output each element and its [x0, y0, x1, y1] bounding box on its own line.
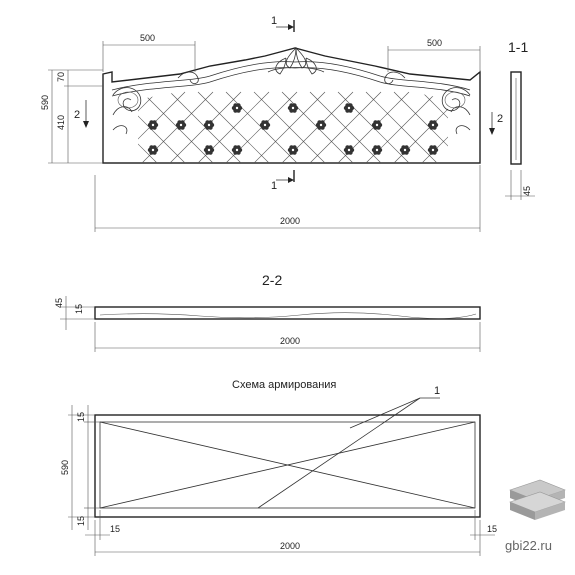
lattice-bar [309, 91, 382, 163]
lattice-bar [562, 92, 575, 163]
section-2-2-width-label: 2000 [280, 336, 300, 346]
section-mark-bottom-label: 1 [271, 180, 277, 192]
reinforcement-title: Схема армирования [232, 379, 336, 391]
lattice-bar [534, 92, 575, 163]
flower-ornament-icon [231, 103, 243, 113]
flower-ornament-icon [343, 145, 355, 155]
lattice-bar [138, 91, 158, 163]
flower-ornament-icon [203, 145, 215, 155]
reinforcement-cover-bottom: 15 [76, 516, 86, 526]
watermark-text: gbi22.ru [505, 538, 552, 553]
flower-ornament-icon [399, 145, 411, 155]
flower-ornament-icon [147, 145, 159, 155]
section-1-1-thickness: 45 [522, 186, 532, 196]
watermark: gbi22.ru [505, 479, 566, 553]
dim-label-height-mid: 410 [56, 115, 66, 130]
flower-ornament-icon [343, 103, 355, 113]
section-2-2-inner-line [99, 312, 477, 319]
reinforcement-bar-diag-3 [257, 397, 421, 509]
flower-ornament-icon [203, 120, 215, 130]
dim-label-width-2000: 2000 [280, 216, 300, 226]
lattice-bar [562, 92, 575, 163]
panel-top-molding [111, 61, 471, 91]
section-2-2-thickness-b: 15 [74, 304, 84, 314]
reinforcement-width: 2000 [280, 541, 300, 551]
flower-ornament-icon [315, 120, 327, 130]
flower-ornament-icon [259, 120, 271, 130]
flower-ornament-icon [175, 120, 187, 130]
section-arrow-right-2-head [489, 128, 495, 135]
lattice-pattern [138, 91, 575, 163]
flower-ornament-icon [371, 145, 383, 155]
flower-ornament-icon [147, 120, 159, 130]
left-ornament [112, 87, 142, 135]
section-1-1-title: 1-1 [508, 39, 528, 55]
center-palmette-ornament [267, 47, 325, 75]
section-arrow-left-2-label: 2 [74, 109, 80, 121]
reinforcement-view: Схема армирования 1 15 590 15 15 15 2000 [60, 379, 497, 556]
section-mark-top-label: 1 [271, 15, 277, 27]
flower-ornament-icon [427, 145, 439, 155]
reinforcement-leader [349, 397, 421, 429]
panel-top-molding-inner [111, 67, 471, 97]
flower-ornament-icon [231, 145, 243, 155]
section-mark-bottom-arrowhead [288, 177, 294, 183]
section-1-1-view: 1-1 45 [505, 39, 535, 200]
flower-ornament-icon [287, 145, 299, 155]
section-arrow-left-2-head [83, 121, 89, 128]
reinforcement-bar-diag-2 [99, 421, 476, 509]
lattice-bar [506, 92, 575, 163]
reinforcement-frame [99, 421, 476, 509]
lattice-bar [365, 91, 438, 163]
left-scroll-ornament [177, 71, 199, 84]
elevation-view: 500 500 1 1 590 70 410 2 2 [40, 15, 575, 232]
panel-outline [102, 47, 481, 164]
lattice-bar [478, 92, 549, 163]
section-2-2-thickness-a: 45 [54, 298, 64, 308]
section-2-2-view: 2-2 45 15 2000 [54, 272, 481, 352]
lattice-bar [197, 91, 270, 163]
dim-label-height-top: 70 [56, 72, 66, 82]
dim-label-height-total: 590 [40, 95, 50, 110]
flower-ornament-icon [427, 120, 439, 130]
reinforcement-callout: 1 [434, 385, 440, 397]
lattice-bar [534, 92, 575, 163]
lattice-bar [421, 91, 448, 163]
right-ornament [441, 87, 471, 135]
right-scroll-ornament [384, 71, 406, 84]
section-arrow-right-2-label: 2 [497, 113, 503, 125]
reinforcement-height: 590 [60, 460, 70, 475]
lattice-bar [253, 91, 326, 163]
lattice-bar [478, 92, 549, 163]
section-1-1-profile [510, 71, 522, 165]
section-mark-top-arrowhead [288, 24, 294, 30]
reinforcement-cover-top: 15 [76, 412, 86, 422]
stacked-slabs-logo-icon [509, 479, 566, 520]
section-2-2-profile [94, 306, 481, 320]
reinforcement-outer [94, 414, 481, 518]
reinforcement-cover-right: 15 [487, 524, 497, 534]
reinforcement-cover-left: 15 [110, 524, 120, 534]
lattice-bar [138, 91, 158, 163]
flower-ornament-icon [371, 120, 383, 130]
lattice-bar [506, 92, 575, 163]
dim-label-right-500: 500 [427, 38, 442, 48]
section-2-2-title: 2-2 [262, 272, 282, 288]
flower-ornament-icon [287, 103, 299, 113]
dim-label-left-500: 500 [140, 33, 155, 43]
